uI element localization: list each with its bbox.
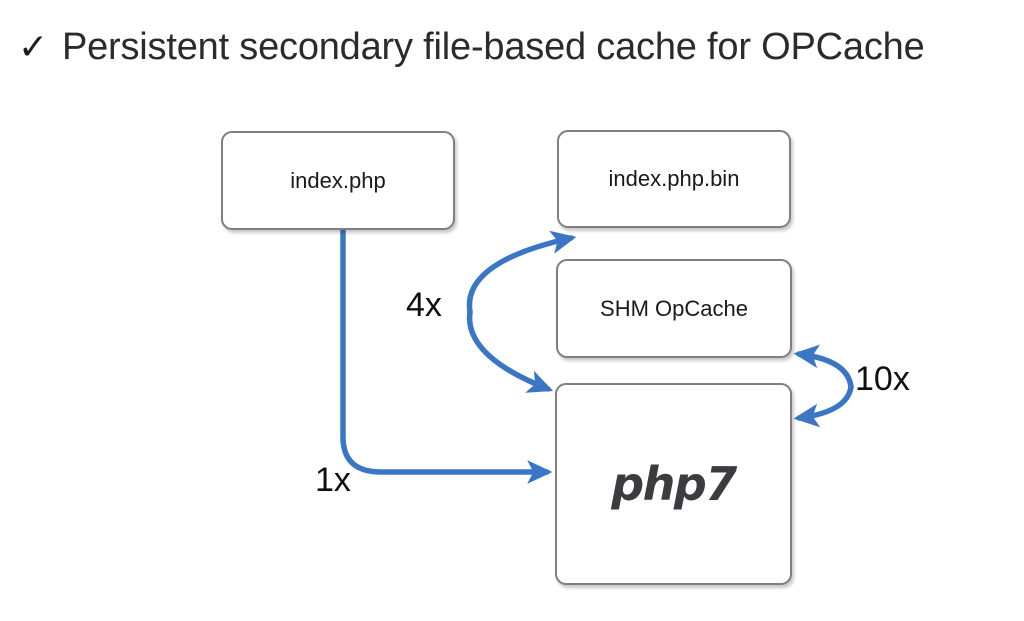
page-title: ✓ Persistent secondary file-based cache …	[18, 20, 1008, 76]
node-php7[interactable]: php7	[555, 383, 792, 585]
edge-10x-path-down	[793, 384, 854, 428]
php7-logo: php7	[611, 457, 737, 511]
node-index-php-bin[interactable]: index.php.bin	[557, 130, 791, 228]
edge-4x-path-down	[466, 309, 554, 393]
page-title-text: Persistent secondary file-based cache fo…	[61, 26, 925, 69]
edge-label-1x: 1x	[315, 461, 351, 499]
node-index-php-bin-label: index.php.bin	[608, 166, 740, 191]
edge-label-10x: 10x	[855, 360, 910, 398]
checkmark-icon: ✓	[18, 26, 48, 67]
node-shm-opcache[interactable]: SHM OpCache	[556, 259, 792, 358]
node-shm-opcache-label: SHM OpCache	[600, 295, 748, 321]
edge-10x-path-up	[793, 344, 854, 390]
edge-label-4x: 4x	[406, 286, 442, 324]
edge-1x-path	[340, 228, 553, 484]
node-index-php-label: index.php	[290, 167, 386, 193]
node-index-php[interactable]: index.php	[221, 131, 455, 230]
